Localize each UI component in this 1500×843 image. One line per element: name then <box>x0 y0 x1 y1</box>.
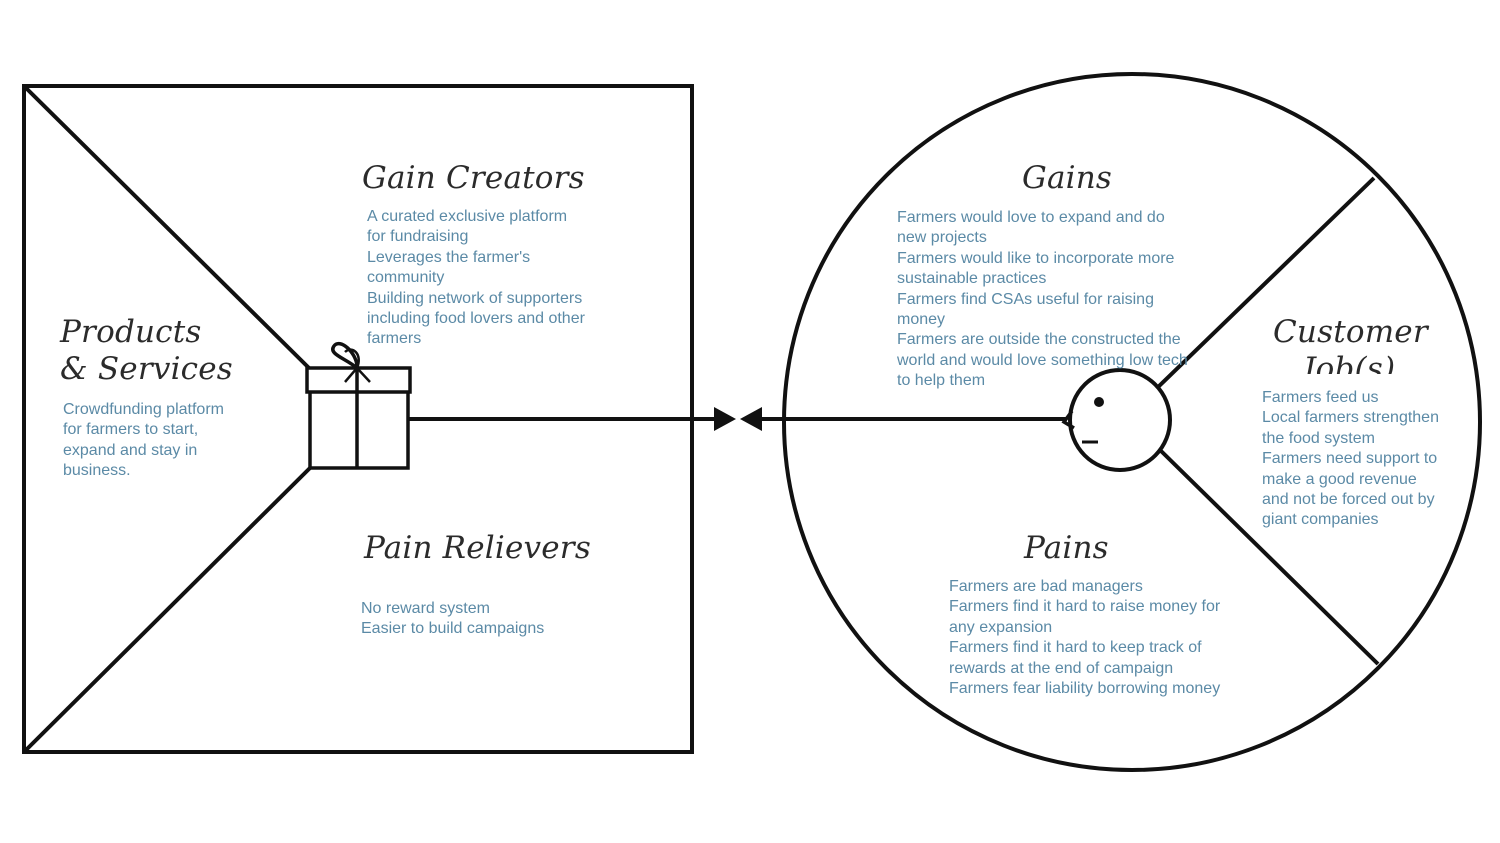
list-item: Farmers find it hard to keep track of <box>949 639 1202 657</box>
list-item: and not be forced out by <box>1262 491 1435 509</box>
list-item: Farmers fear liability borrowing money <box>949 680 1221 698</box>
products-services-title: Products & Services <box>60 314 233 388</box>
customer-profile-divider-upper <box>1153 176 1376 392</box>
value-map-divider-upper <box>24 86 314 373</box>
arrow-head-right-icon <box>714 407 736 431</box>
products-services-title-line1: Products <box>60 314 202 350</box>
list-item: expand and stay in <box>63 441 198 459</box>
list-item: world and would love something low tech <box>897 351 1188 369</box>
face-icon <box>1061 368 1172 472</box>
list-item: new projects <box>897 229 987 247</box>
products-services-title-line2: & Services <box>60 351 233 387</box>
list-item: the food system <box>1262 429 1375 447</box>
list-item: A curated exclusive platform <box>367 208 568 225</box>
list-item: No reward system <box>361 600 490 617</box>
list-item: Easier to build campaigns <box>361 620 545 638</box>
list-item: farmers <box>367 330 422 348</box>
gain-creators-title: Gain Creators <box>362 160 585 196</box>
list-item: sustainable practices <box>897 270 1047 288</box>
list-item: business. <box>63 462 131 480</box>
list-item: including food lovers and other <box>367 310 585 328</box>
list-item: Farmers are bad managers <box>949 578 1143 595</box>
list-item: to help them <box>897 372 986 390</box>
pains-text: Farmers are bad managers Farmers find it… <box>949 577 1220 699</box>
list-item: Farmers need support to <box>1262 450 1438 468</box>
list-item: rewards at the end of campaign <box>949 659 1174 677</box>
list-item: Farmers find CSAs useful for raising <box>897 290 1154 308</box>
customer-jobs-title: Customer Job(s) <box>1273 314 1433 374</box>
customer-jobs-title-line1: Customer <box>1273 314 1428 350</box>
gains-text: Farmers would love to expand and do new … <box>897 208 1188 392</box>
list-item: Farmers feed us <box>1262 389 1379 406</box>
list-item: giant companies <box>1262 511 1379 529</box>
gain-creators-text: A curated exclusive platform for fundrai… <box>367 207 585 350</box>
value-map-divider-lower <box>24 464 314 752</box>
value-map <box>22 84 722 754</box>
gains-title: Gains <box>1022 160 1113 196</box>
list-item: any expansion <box>949 618 1053 636</box>
arrow-head-left-icon <box>740 407 762 431</box>
list-item: Local farmers strengthen <box>1262 409 1439 427</box>
customer-jobs-title-line2: Job(s) <box>1303 351 1396 374</box>
list-item: community <box>367 269 445 287</box>
list-item: Farmers would love to expand and do <box>897 209 1165 226</box>
customer-profile <box>758 72 1482 772</box>
list-item: Crowdfunding platform <box>63 401 224 418</box>
customer-profile-divider-lower <box>1156 446 1380 666</box>
customer-jobs-text: Farmers feed us Local farmers strengthen… <box>1262 388 1439 531</box>
list-item: Farmers are outside the constructed the <box>897 331 1181 349</box>
list-item: Farmers find it hard to raise money for <box>949 598 1221 616</box>
gift-box-icon <box>305 342 412 470</box>
list-item: Farmers would like to incorporate more <box>897 249 1175 267</box>
pain-relievers-title: Pain Relievers <box>364 530 591 566</box>
list-item: for fundraising <box>367 228 469 246</box>
list-item: make a good revenue <box>1262 470 1417 488</box>
list-item: money <box>897 311 946 329</box>
products-services-text: Crowdfunding platform for farmers to sta… <box>63 400 224 482</box>
pain-relievers-text: No reward system Easier to build campaig… <box>361 599 544 640</box>
pains-title: Pains <box>1024 530 1109 566</box>
list-item: Leverages the farmer's <box>367 248 531 266</box>
list-item: Building network of supporters <box>367 289 583 307</box>
list-item: for farmers to start, <box>63 421 199 439</box>
customer-profile-circle <box>782 72 1482 772</box>
